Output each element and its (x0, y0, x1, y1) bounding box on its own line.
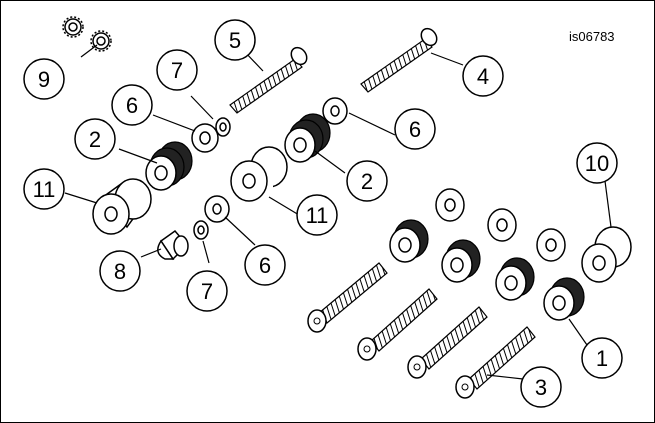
svg-text:6: 6 (259, 253, 271, 278)
callout-4: 4 (462, 55, 504, 97)
callout-11-left: 11 (23, 168, 65, 210)
callout-10: 10 (576, 142, 618, 184)
svg-text:6: 6 (126, 93, 138, 118)
callout-2-right: 2 (346, 160, 388, 202)
callout-8: 8 (99, 250, 141, 292)
svg-text:11: 11 (306, 203, 329, 228)
washer-icon (204, 195, 230, 223)
svg-text:2: 2 (89, 127, 101, 152)
svg-text:9: 9 (38, 67, 50, 92)
washer-icon (322, 97, 348, 125)
svg-text:4: 4 (477, 64, 489, 89)
bolt-icon (307, 262, 388, 333)
grommet-icon (441, 239, 481, 283)
callout-2-left: 2 (74, 118, 116, 160)
bolt-icon (455, 326, 536, 399)
svg-text:11: 11 (33, 177, 56, 202)
spacer-icon (487, 208, 517, 242)
callout-1: 1 (581, 337, 623, 379)
bolt-icon (357, 288, 438, 361)
bolt-icon (360, 27, 438, 93)
spacer-icon (435, 188, 465, 222)
grommet-icon (145, 141, 193, 191)
callout-7-lower: 7 (186, 270, 228, 312)
svg-text:6: 6 (409, 117, 421, 142)
acorn-nut-icon (157, 229, 189, 261)
callout-5: 5 (214, 19, 256, 61)
spacer-icon (581, 226, 632, 283)
spacer-icon (92, 178, 152, 235)
figure-reference-code: is06783 (569, 29, 615, 44)
grommet-icon (495, 257, 535, 301)
callout-6-middle: 6 (244, 244, 286, 286)
svg-text:7: 7 (201, 279, 213, 304)
grommet-icon (389, 219, 429, 263)
callout-7-upper: 7 (156, 49, 198, 91)
callout-9: 9 (23, 58, 65, 100)
svg-text:2: 2 (361, 169, 373, 194)
spacer-icon (230, 146, 288, 202)
callout-3: 3 (520, 366, 562, 408)
svg-text:7: 7 (171, 58, 183, 83)
spacer-icon (536, 228, 566, 262)
star-washer-icon (62, 16, 84, 38)
washer-icon (215, 117, 231, 137)
bolt-icon (407, 306, 488, 379)
svg-text:5: 5 (229, 28, 241, 53)
svg-text:10: 10 (585, 151, 609, 176)
washer-icon (191, 123, 219, 153)
bolt-icon (229, 46, 308, 114)
grommet-icon (284, 113, 331, 163)
washer-icon (193, 220, 209, 240)
svg-text:8: 8 (114, 259, 126, 284)
svg-text:1: 1 (596, 346, 608, 371)
callout-6-upper-left: 6 (111, 84, 153, 126)
grommet-icon (543, 277, 585, 321)
callout-11-right: 11 (296, 194, 338, 236)
callout-6-upper-right: 6 (394, 108, 436, 150)
svg-text:3: 3 (535, 375, 547, 400)
